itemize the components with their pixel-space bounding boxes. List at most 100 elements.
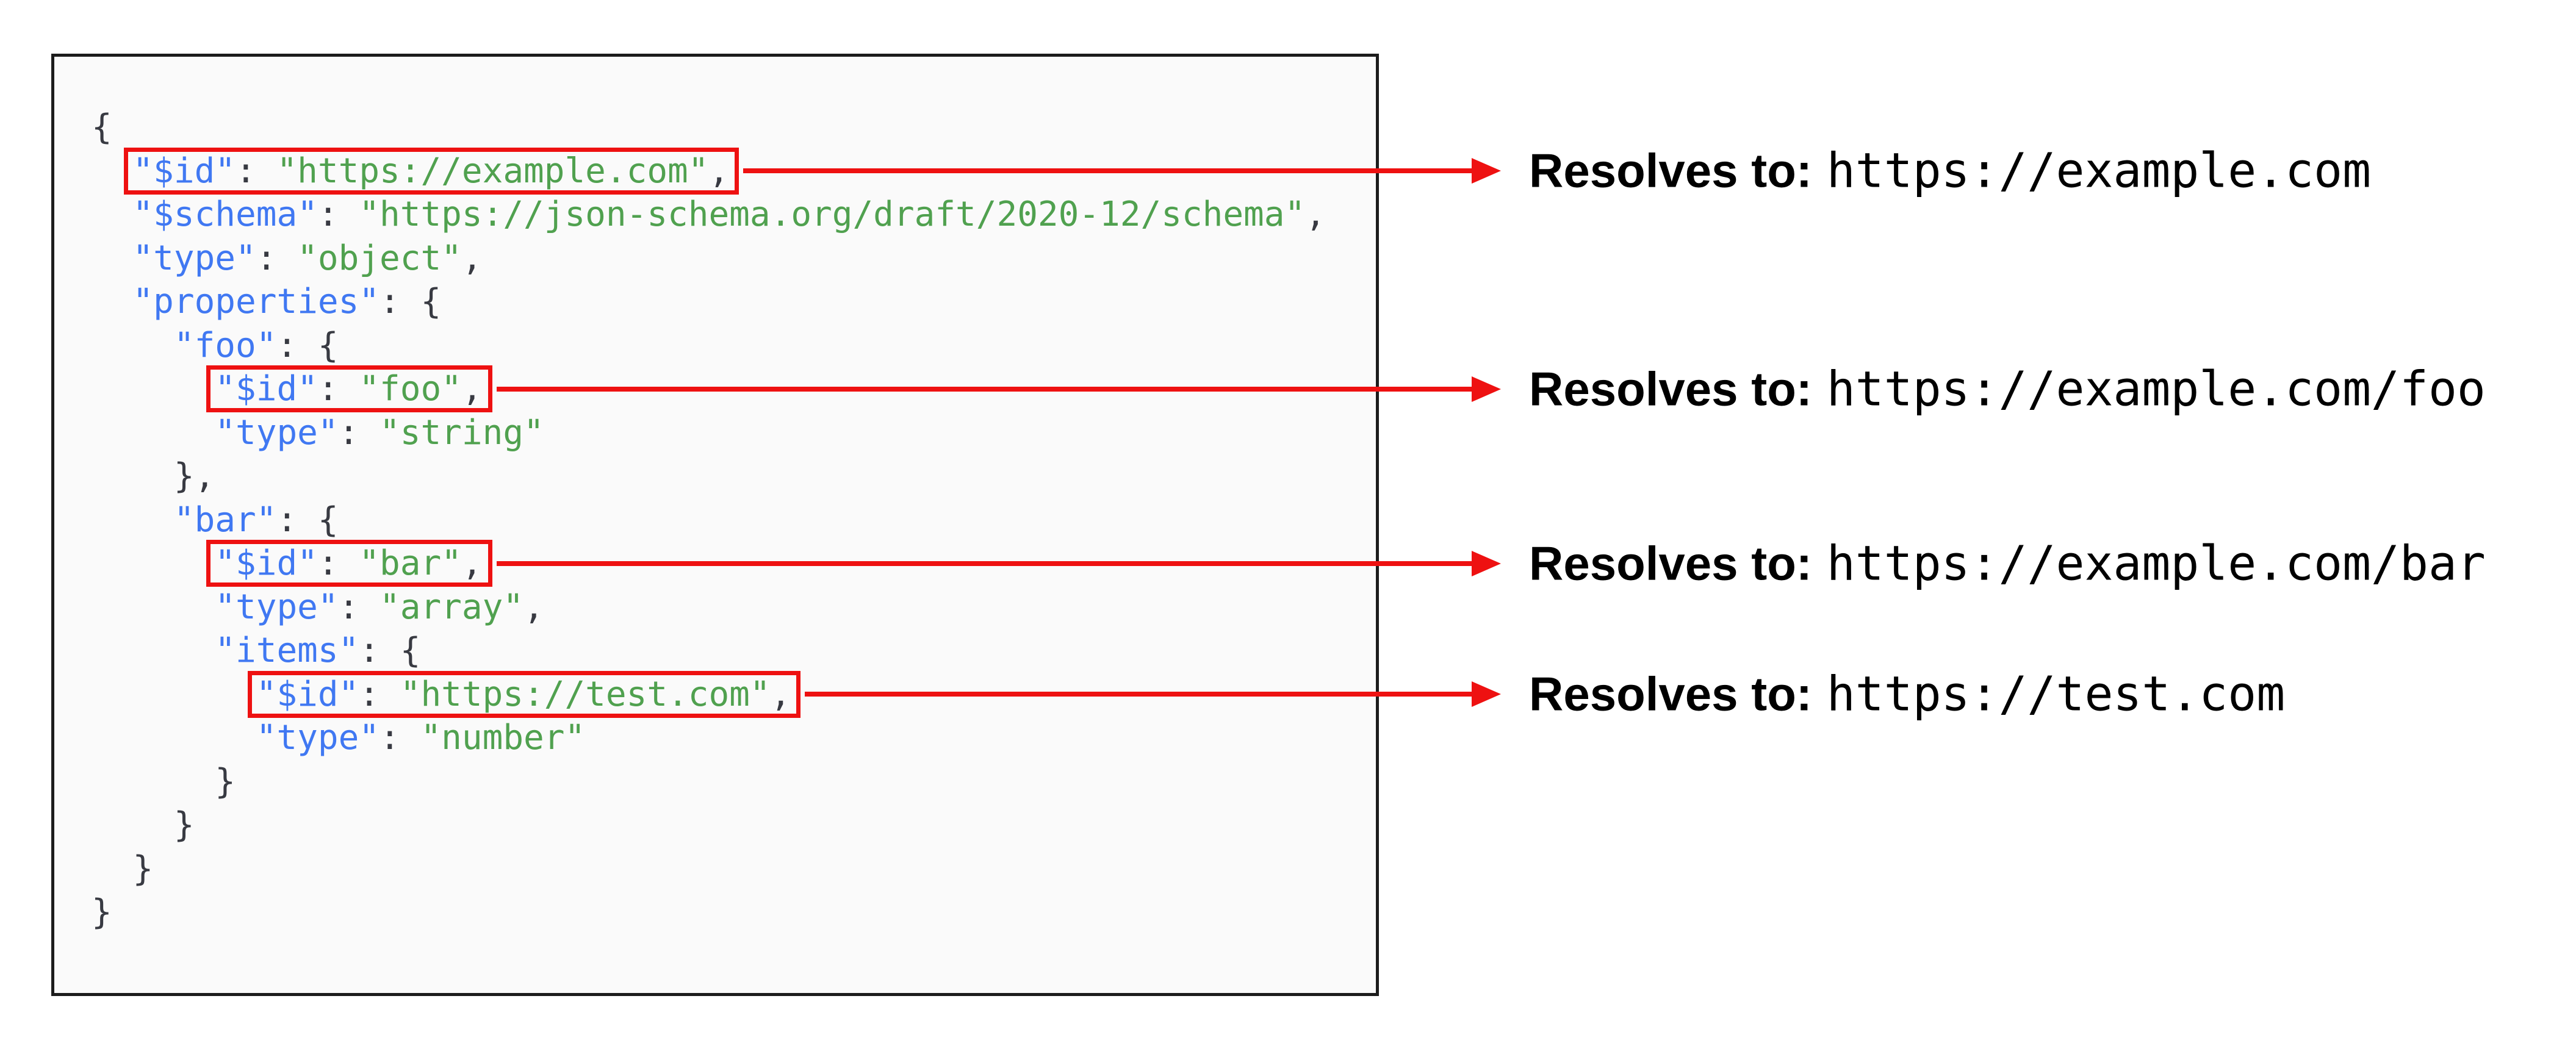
arrow-right-icon (1472, 376, 1501, 402)
token-punct: : (317, 369, 359, 409)
resolved-url: https://example.com (1826, 143, 2372, 199)
id-highlight-box: "$id": "https://example.com", (132, 151, 729, 191)
token-ws (92, 456, 174, 496)
code-segment: { (92, 107, 112, 147)
token-punct: : { (276, 325, 339, 365)
arrow-right-icon (1472, 681, 1501, 707)
arrow-right-icon (1472, 158, 1501, 184)
code-segment (92, 369, 215, 409)
code-segment: "$schema": "https://json-schema.org/draf… (92, 195, 1326, 234)
token-key: "type" (132, 238, 256, 278)
token-ws (92, 238, 132, 278)
token-punct: } (173, 805, 195, 845)
id-highlight-box: "$id": "bar", (215, 543, 482, 583)
code-segment (92, 151, 132, 191)
token-punct: : (338, 412, 380, 453)
token-key: "items" (215, 631, 359, 670)
resolution-annotation: Resolves to: https://example.com (1529, 143, 2371, 199)
token-ws (92, 849, 132, 889)
token-ws (92, 151, 132, 191)
token-key: "properties" (132, 282, 380, 321)
resolved-url: https://example.com/foo (1826, 362, 2486, 417)
token-key: "type" (215, 412, 339, 453)
code-line: "$id": "https://example.com", (92, 149, 1376, 193)
token-key: "foo" (173, 325, 277, 365)
token-ws (92, 500, 174, 540)
code-line: "bar": { (92, 498, 1376, 542)
token-ws (92, 413, 215, 453)
token-punct: , (1305, 195, 1326, 234)
token-str: "https://json-schema.org/draft/2020-12/s… (359, 195, 1306, 234)
code-line: "$id": "bar", (92, 542, 1376, 586)
code-line: "$id": "https://test.com", (92, 673, 1376, 717)
resolution-annotation: Resolves to: https://example.com/bar (1529, 536, 2486, 591)
code-line: "type": "array", (92, 586, 1376, 629)
token-ws (92, 718, 256, 758)
code-segment: "type": "string" (92, 413, 544, 453)
token-key: "$id" (215, 369, 318, 409)
token-punct: { (92, 107, 112, 147)
json-schema-code-block: { "$id": "https://example.com", "$schema… (51, 54, 1379, 996)
token-ws (92, 369, 215, 409)
token-key: "$id" (256, 674, 359, 714)
resolves-to-label: Resolves to: (1529, 536, 1812, 590)
token-punct: , (708, 151, 730, 191)
code-line: } (92, 760, 1376, 804)
token-str: "bar" (359, 543, 462, 583)
token-ws (92, 762, 215, 801)
code-segment: } (92, 805, 195, 845)
code-segment: "properties": { (92, 282, 441, 321)
code-line: "type": "number" (92, 716, 1376, 760)
code-line: }, (92, 454, 1376, 498)
token-ws (92, 543, 215, 583)
token-key: "$schema" (132, 195, 318, 234)
code-line: } (92, 847, 1376, 891)
token-punct: : (317, 543, 359, 583)
token-punct: : (380, 718, 421, 758)
code-segment: "items": { (92, 631, 420, 670)
id-highlight-box: "$id": "foo", (215, 369, 482, 409)
token-str: "https://test.com" (400, 674, 771, 714)
token-punct: , (461, 543, 483, 583)
token-key: "type" (215, 587, 339, 627)
code-segment: } (92, 762, 236, 801)
token-str: "number" (420, 718, 586, 758)
code-line: "$schema": "https://json-schema.org/draf… (92, 193, 1376, 237)
code-line: "type": "object", (92, 237, 1376, 281)
code-segment: } (92, 849, 153, 889)
code-line: "foo": { (92, 324, 1376, 368)
token-punct: } (132, 848, 154, 889)
token-ws (92, 805, 174, 845)
resolution-annotation: Resolves to:https://test.com (1529, 667, 2285, 722)
token-str: "object" (297, 238, 462, 278)
token-punct: , (523, 587, 544, 627)
code-line: } (92, 803, 1376, 847)
resolves-to-label: Resolves to: (1529, 143, 1812, 198)
token-str: "https://example.com" (276, 151, 709, 191)
code-segment: "foo": { (92, 326, 339, 365)
resolves-to-label: Resolves to: (1529, 362, 1812, 415)
resolved-url: https://example.com/bar (1826, 536, 2486, 591)
id-highlight-box: "$id": "https://test.com", (256, 675, 791, 714)
token-key: "bar" (173, 500, 277, 540)
resolves-to-label: Resolves to: (1529, 667, 1812, 721)
token-str: "array" (380, 587, 524, 627)
token-punct: : { (359, 631, 421, 670)
code-line: "type": "string" (92, 411, 1376, 455)
token-ws (92, 195, 132, 234)
token-punct: } (92, 892, 112, 932)
code-segment: "type": "object", (92, 238, 482, 278)
code-line: } (92, 891, 1376, 934)
code-segment (92, 543, 215, 583)
token-str: "foo" (359, 369, 462, 409)
code-segment: } (92, 892, 112, 932)
code-segment (92, 675, 256, 714)
arrow-right-icon (1472, 550, 1501, 576)
token-str: "string" (380, 412, 544, 453)
resolution-annotation: Resolves to: https://example.com/foo (1529, 361, 2486, 417)
code-line: "$id": "foo", (92, 367, 1376, 411)
token-punct: } (215, 761, 236, 801)
code-segment: "type": "number" (92, 718, 585, 758)
token-ws (92, 282, 132, 321)
code-segment: }, (92, 456, 215, 496)
